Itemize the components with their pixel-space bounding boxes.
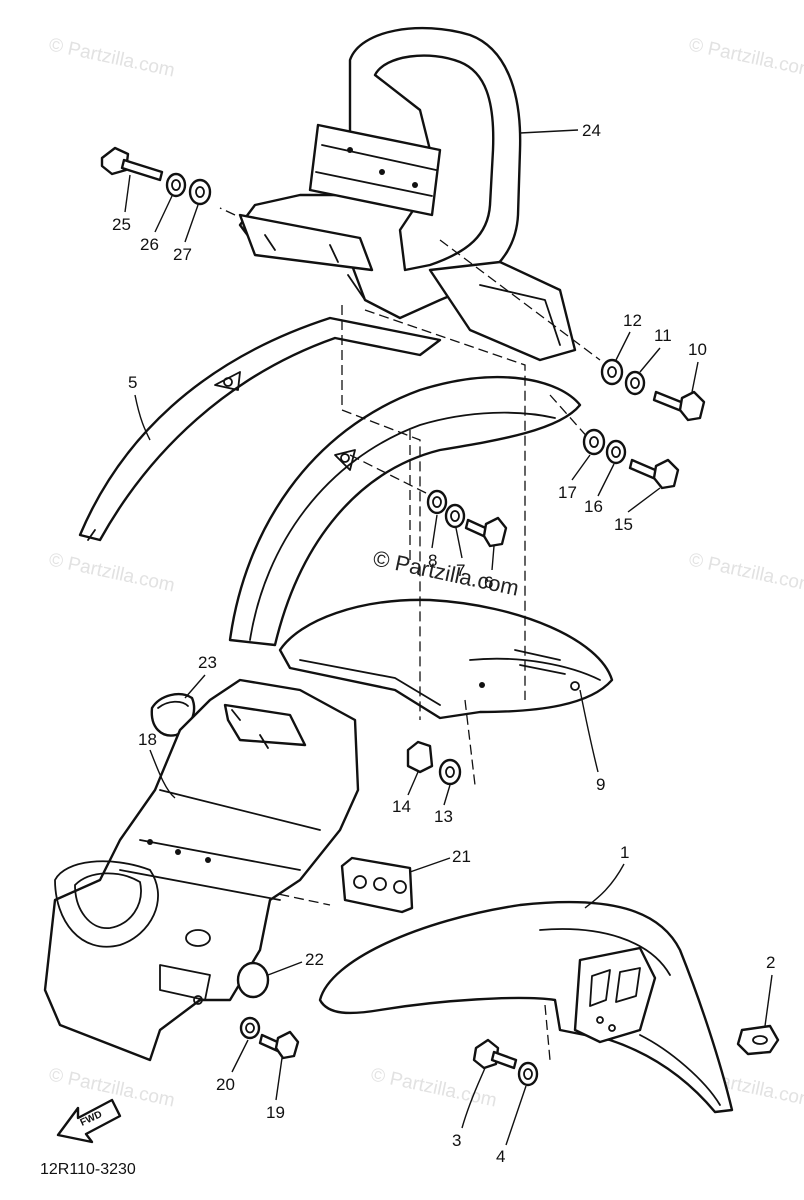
part-13-washer[interactable]: [438, 758, 462, 786]
callout-18: 18: [138, 730, 157, 749]
part-3-bolt[interactable]: [472, 1038, 518, 1070]
callout-25: 25: [112, 215, 131, 234]
callout-3: 3: [452, 1131, 461, 1150]
diagram-code: 12R110-3230: [40, 1161, 136, 1178]
part-26-lock-washer[interactable]: [165, 172, 187, 198]
part-9-rear-fender-lower[interactable]: [278, 598, 614, 720]
callout-11: 11: [654, 326, 672, 345]
callout-1: 1: [620, 843, 629, 862]
part-17-washer[interactable]: [582, 428, 606, 456]
callout-5: 5: [128, 373, 137, 392]
part-15-bolt[interactable]: [628, 458, 680, 490]
callout-27: 27: [173, 245, 192, 264]
callout-6: 6: [484, 573, 493, 592]
fwd-arrow: FWD: [56, 1098, 122, 1144]
part-2-clip[interactable]: [736, 1024, 780, 1056]
part-10-bolt[interactable]: [652, 390, 706, 422]
callout-4: 4: [496, 1147, 505, 1166]
part-8-washer[interactable]: [426, 489, 448, 515]
part-19-bolt[interactable]: [258, 1030, 300, 1060]
callout-17: 17: [558, 483, 577, 502]
part-12-washer[interactable]: [600, 358, 624, 386]
watermark-mid-right: © Partzilla.com: [687, 549, 804, 596]
part-4-washer[interactable]: [517, 1061, 539, 1087]
part-18-rear-flap[interactable]: [43, 678, 360, 1062]
callout-16: 16: [584, 497, 603, 516]
callout-24: 24: [582, 121, 601, 140]
watermark-top-left: © Partzilla.com: [47, 34, 177, 81]
callout-2: 2: [766, 953, 775, 972]
part-24-backrest[interactable]: [238, 26, 577, 362]
callout-12: 12: [623, 311, 642, 330]
callout-8: 8: [428, 551, 437, 570]
callout-22: 22: [305, 950, 324, 969]
callout-20: 20: [216, 1075, 235, 1094]
callout-23: 23: [198, 653, 217, 672]
callout-10: 10: [688, 340, 707, 359]
callout-21: 21: [452, 847, 471, 866]
part-22-cap[interactable]: [236, 961, 270, 999]
part-20-nut[interactable]: [239, 1016, 261, 1040]
callout-9: 9: [596, 775, 605, 794]
callout-13: 13: [434, 807, 453, 826]
watermark-bottom-center: © Partzilla.com: [369, 1064, 499, 1111]
part-25-bolt[interactable]: [100, 146, 164, 182]
callout-19: 19: [266, 1103, 285, 1122]
callout-14: 14: [392, 797, 411, 816]
callout-15: 15: [614, 515, 633, 534]
part-6-bolt[interactable]: [464, 516, 508, 548]
part-21-plate[interactable]: [340, 856, 414, 914]
part-16-lock-washer[interactable]: [605, 439, 627, 465]
part-14-collar[interactable]: [406, 740, 434, 774]
callout-26: 26: [140, 235, 159, 254]
part-11-lock-washer[interactable]: [624, 370, 646, 396]
part-27-washer[interactable]: [188, 178, 212, 206]
watermark-mid-left: © Partzilla.com: [47, 549, 177, 596]
part-7-lock-washer[interactable]: [444, 503, 466, 529]
callout-7: 7: [456, 561, 465, 580]
watermark-top-right: © Partzilla.com: [687, 34, 804, 81]
part-1-front-fender[interactable]: [318, 900, 734, 1114]
watermark-center: © Partzilla.com: [371, 545, 521, 600]
part-5-rail[interactable]: [78, 316, 442, 542]
rear-fender-upper[interactable]: [228, 375, 582, 647]
